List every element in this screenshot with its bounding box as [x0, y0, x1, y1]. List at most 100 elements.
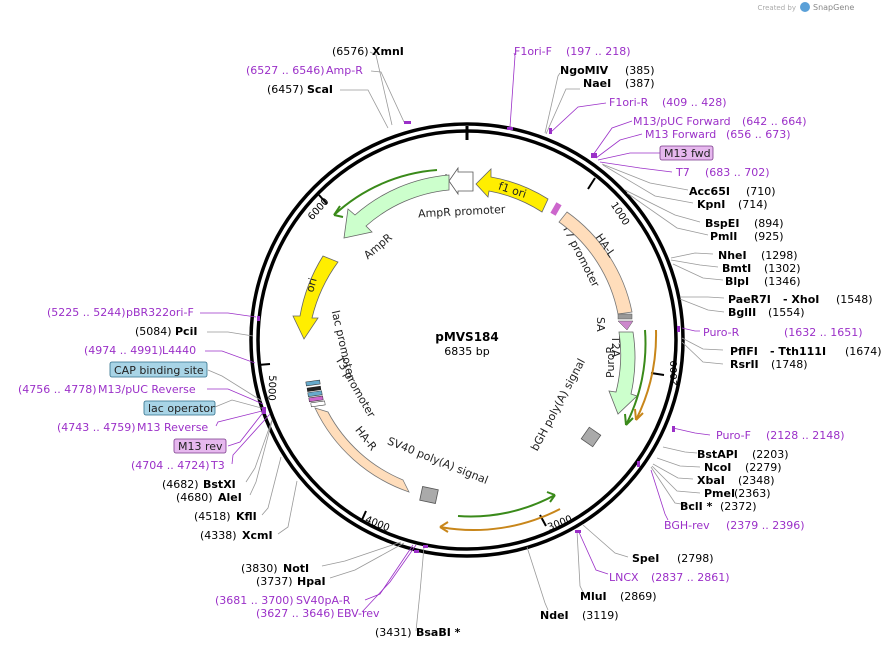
site-bmti[interactable]: BmtI	[722, 262, 751, 275]
pos-kpni: (714)	[738, 198, 768, 211]
site-pmei[interactable]: PmeI	[704, 487, 735, 500]
primer-mark	[575, 530, 581, 533]
feature-ha-l[interactable]	[558, 211, 633, 315]
feature-f1-ori[interactable]	[475, 168, 549, 213]
plasmid-size: 6835 bp	[444, 345, 489, 358]
primer-pbr322ori-f[interactable]: pBR322ori-F	[126, 306, 194, 319]
primer-puro-r[interactable]: Puro-R	[703, 326, 740, 339]
site-tth111i[interactable]: - Tth111I	[770, 345, 826, 358]
pos-naei: (387)	[625, 77, 655, 90]
primer-l4440[interactable]: L4440	[162, 344, 196, 357]
site-pcii[interactable]: PciI	[175, 325, 197, 338]
primer-m13-forward[interactable]: M13 Forward	[645, 128, 716, 141]
site-ndei[interactable]: NdeI	[540, 609, 569, 622]
feature-box-cap-binding-site[interactable]	[109, 361, 208, 378]
feature-sa[interactable]	[617, 313, 633, 320]
feature-ha-r[interactable]	[314, 407, 410, 493]
feature-puror[interactable]	[608, 331, 638, 415]
primer-t3[interactable]: T3	[210, 459, 225, 472]
site-bstapi[interactable]: BstAPI	[697, 448, 738, 461]
leader-line	[544, 72, 561, 134]
primer-t7[interactable]: T7	[675, 166, 690, 179]
feature-sv40-polya[interactable]	[419, 486, 439, 504]
primer-mark	[591, 153, 597, 158]
site-pmli[interactable]: PmlI	[710, 230, 737, 243]
ruler-tick	[587, 177, 596, 190]
site-xbai[interactable]: XbaI	[697, 474, 725, 487]
primer-f1ori-f[interactable]: F1ori-F	[514, 45, 552, 58]
site-xmni[interactable]: XmnI	[372, 45, 404, 58]
lac-operator-mark	[307, 390, 323, 397]
primer-m13-puc-reverse[interactable]: M13/pUC Reverse	[98, 383, 196, 396]
primer-ebv-rev[interactable]: EBV-rev	[337, 607, 380, 620]
primer-m13-reverse[interactable]: M13 Reverse	[137, 421, 208, 434]
primer-sv40pa-r[interactable]: SV40pA-R	[296, 594, 351, 607]
feature-ampr[interactable]	[343, 174, 450, 239]
leader-line	[592, 120, 633, 156]
site-bsabi[interactable]: BsaBI *	[416, 626, 461, 639]
snapgene-brand: Created by SnapGene	[757, 2, 854, 12]
pos-bmti: (1302)	[764, 262, 801, 275]
site-mlui[interactable]: MluI	[580, 590, 607, 603]
primer-mark	[507, 127, 513, 130]
pos-bstxi: (4682)	[162, 478, 199, 491]
feature-t2a[interactable]	[617, 320, 634, 331]
primer-bgh-rev[interactable]: BGH-rev	[664, 519, 710, 532]
pos-pcii: (5084)	[135, 325, 172, 338]
primer-mark	[677, 326, 680, 332]
primer-m13-puc-forward[interactable]: M13/pUC Forward	[633, 115, 731, 128]
pos-m13-puc-forward: (642 .. 664)	[742, 115, 807, 128]
primer-lncx[interactable]: LNCX	[609, 571, 639, 584]
site-bcli[interactable]: BclI *	[680, 500, 713, 513]
site-paer7i[interactable]: PaeR7I	[728, 293, 771, 306]
leader-line	[415, 546, 425, 632]
left-labels: (5225 .. 5244) pBR322ori-F (5084) PciI (…	[18, 306, 461, 639]
site-acc65i[interactable]: Acc65I	[689, 185, 730, 198]
feature-cap-binding-site: CAP binding site	[114, 364, 204, 377]
leader-line	[369, 51, 393, 126]
feature-ori[interactable]	[292, 255, 339, 340]
site-bglii[interactable]: BglII	[728, 306, 756, 319]
leader-line	[672, 427, 711, 436]
pos-t7: (683 .. 702)	[705, 166, 770, 179]
pos-scai: (6457)	[267, 83, 304, 96]
site-kfli[interactable]: KflI	[236, 510, 257, 523]
primer-amp-r[interactable]: Amp-R	[326, 64, 363, 77]
leader-line	[200, 312, 257, 318]
primer-mark	[672, 426, 675, 432]
site-blpi[interactable]: BlpI	[725, 275, 749, 288]
leader-line	[509, 52, 516, 128]
site-noti[interactable]: NotI	[283, 562, 309, 575]
pos-pbr322ori-f: (5225 .. 5244)	[47, 306, 126, 319]
primer-puro-f[interactable]: Puro-F	[716, 429, 751, 442]
leader-line	[602, 164, 694, 204]
site-alei[interactable]: AleI	[218, 491, 242, 504]
site-nhei[interactable]: NheI	[718, 249, 747, 262]
site-xcmi[interactable]: XcmI	[242, 529, 273, 542]
site-kpni[interactable]: KpnI	[697, 198, 725, 211]
backbone	[249, 122, 685, 558]
site-ncoi[interactable]: NcoI	[704, 461, 731, 474]
ring-marks	[257, 121, 680, 553]
site-pflfi[interactable]: PflFI	[730, 345, 758, 358]
site-scai[interactable]: ScaI	[307, 83, 333, 96]
pos-bgh-rev: (2379 .. 2396)	[726, 519, 805, 532]
feature-box-m13-rev[interactable]	[173, 438, 227, 454]
site-bstxi[interactable]: BstXI	[203, 478, 236, 491]
site-xhoi[interactable]: - XhoI	[783, 293, 819, 306]
leader-line	[656, 457, 701, 468]
feature-box-m13-fwd[interactable]	[659, 145, 714, 161]
feature-bgh-polya[interactable]	[580, 426, 602, 448]
feature-box-lac-operator[interactable]	[143, 400, 216, 416]
pos-pmei: (2363)	[734, 487, 771, 500]
site-naei[interactable]: NaeI	[583, 77, 611, 90]
site-spei[interactable]: SpeI	[632, 552, 659, 565]
site-hpai[interactable]: HpaI	[297, 575, 326, 588]
primer-f1ori-r[interactable]: F1ori-R	[609, 96, 649, 109]
site-ngomiv[interactable]: NgoMIV	[560, 64, 609, 77]
site-bspei[interactable]: BspEI	[705, 217, 739, 230]
feature-ampr-promoter[interactable]	[448, 166, 474, 196]
site-rsrii[interactable]: RsrII	[730, 358, 759, 371]
pos-sv40pa-r: (3681 .. 3700)	[215, 594, 294, 607]
